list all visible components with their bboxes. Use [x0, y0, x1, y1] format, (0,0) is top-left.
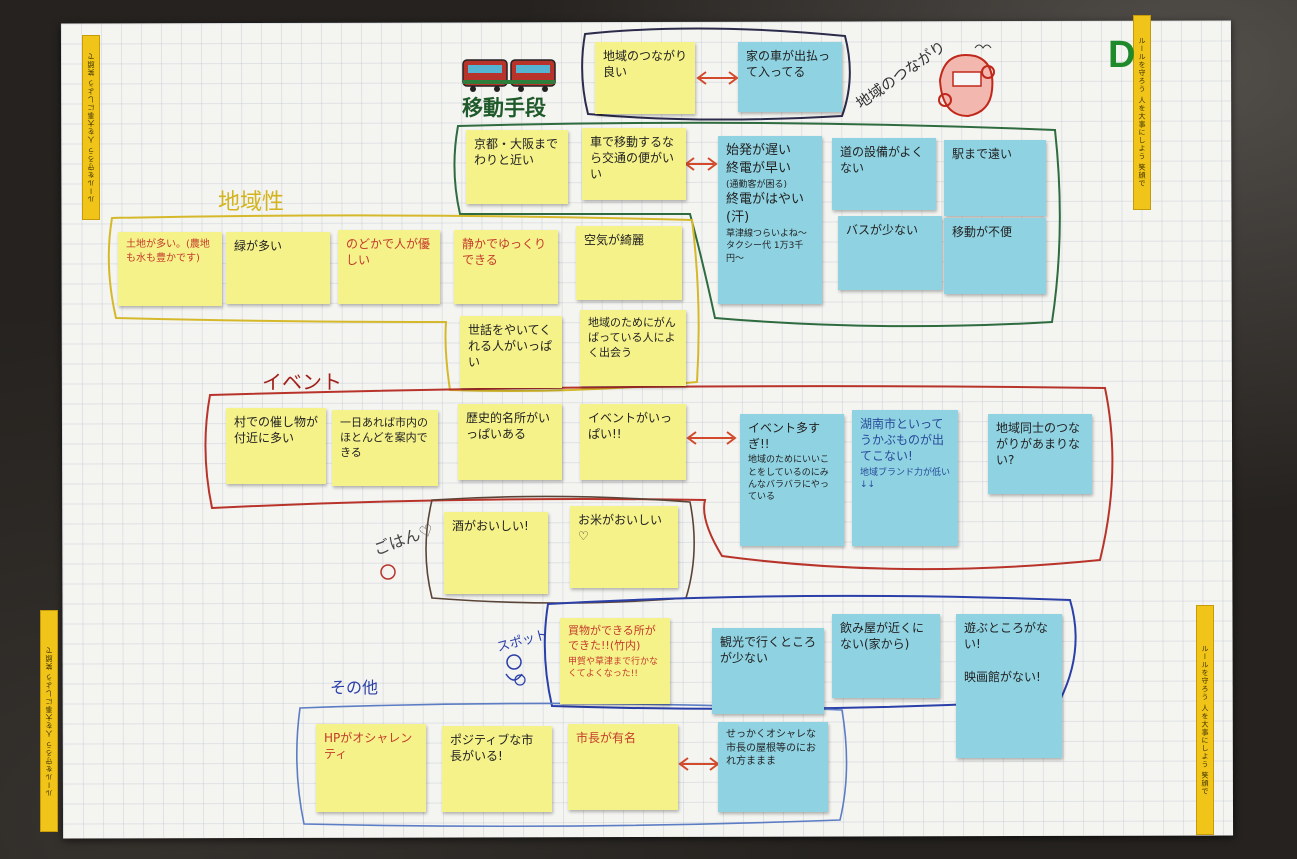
note-transport-2: 車で移動するなら交通の便がいい: [582, 128, 686, 200]
note-text: 地域のつながり良い: [603, 49, 688, 80]
note-tsunagari: 地域のつながり良い: [595, 42, 695, 114]
note-text: 緑が多い: [234, 239, 283, 253]
note-text: 空気が綺麗: [584, 233, 645, 247]
note-text: 飲み屋が近くにない(家から): [840, 621, 925, 652]
note-text: 市長が有名: [576, 731, 637, 745]
note-text: 遊ぶところがない!: [964, 621, 1049, 652]
note-text: 地域同士のつながりがあまりない?: [996, 421, 1081, 468]
note-text: 世話をやいてくれる人がいっぱい: [468, 323, 553, 370]
note-text: 終電がはやい(汗): [726, 192, 805, 225]
note-text: 買物ができる所ができた!!(竹内): [568, 624, 656, 652]
note-event-4: イベントがいっぱい!!: [580, 404, 686, 480]
note-transport-1: 京都・大阪までわりと近い: [466, 130, 568, 204]
note-text: 観光で行くところが少ない: [720, 635, 817, 666]
note-subtext: 地域のためにいいことをしているのにみんなバラバラにやっている: [748, 455, 830, 502]
note-locality-3: のどかで人が優しい: [338, 230, 440, 304]
note-event-7: 地域同士のつながりがあまりない?: [988, 414, 1092, 494]
note-text: 一日あれば市内のほとんどを案内できる: [340, 416, 428, 459]
train-icon: [462, 59, 556, 92]
note-subtext: 草津線つらいよね〜 タクシー代 1万3千円〜: [726, 229, 807, 264]
note-text: イベント多すぎ!!: [748, 421, 821, 452]
note-event-5: イベント多すぎ!! 地域のためにいいことをしているのにみんなバラバラにやっている: [740, 414, 844, 546]
label-idou: 移動手段: [462, 95, 546, 120]
note-locality-2: 緑が多い: [226, 232, 330, 304]
note-locality-6: 世話をやいてくれる人がいっぱい: [460, 316, 562, 388]
note-subtext: (通勤客が困る): [726, 180, 788, 191]
note-spot-3: 飲み屋が近くにない(家から): [832, 614, 940, 698]
tape-top-right: ルールを守ろう 人を大事にしよう 笑顔で: [1133, 15, 1151, 210]
note-text: 家の車が出払って入ってる: [746, 49, 831, 80]
car-icon: [938, 44, 995, 118]
note-fuben: 移動が不便: [944, 218, 1046, 294]
note-event-3: 歴史的名所がいっぱいある: [458, 404, 562, 480]
tape-top-left: ルールを守ろう 人を大事にしよう 笑顔で: [82, 35, 100, 220]
note-text: 静かでゆっくりできる: [462, 237, 547, 268]
note-text: 終電が早い: [726, 160, 792, 176]
group-letter: D: [1108, 34, 1136, 76]
note-text: せっかくオシャレな市長の屋根等のにおれ方ままま: [726, 729, 816, 767]
note-kuruma: 家の車が出払って入ってる: [738, 42, 842, 112]
label-chiikisei: 地域性: [218, 190, 285, 215]
note-text: 土地が多い。(農地も水も豊かです): [126, 239, 210, 264]
note-text: のどかで人が優しい: [346, 237, 431, 268]
note-text: 湖南市といってうかぶものが出てこない!: [860, 417, 945, 464]
note-other-3: 市長が有名: [568, 724, 678, 810]
note-locality-7: 地域のためにがんばっている人によく出会う: [580, 310, 686, 386]
tape-text: ルールを守ろう 人を大事にしよう 笑顔で: [45, 645, 53, 797]
bow-icon: [505, 654, 526, 686]
note-text: 村での催し物が付近に多い: [234, 415, 319, 446]
note-text: 移動が不便: [952, 225, 1013, 239]
note-event-6: 湖南市といってうかぶものが出てこない! 地域ブランド力が低い↓↓: [852, 410, 958, 546]
note-text: 酒がおいしい!: [452, 519, 529, 533]
note-spot-1: 買物ができる所ができた!!(竹内) 甲賀や草津まで行かなくてよくなった!!: [560, 618, 670, 704]
tape-bottom-left: ルールを守ろう 人を大事にしよう 笑顔で: [40, 610, 58, 832]
note-text: 京都・大阪までわりと近い: [474, 137, 559, 168]
tape-text: ルールを守ろう 人を大事にしよう 笑顔で: [1138, 37, 1146, 188]
note-text: ポジティブな市長がいる!: [450, 733, 534, 764]
note-event-1: 村での催し物が付近に多い: [226, 408, 326, 484]
note-text: 車で移動するなら交通の便がいい: [590, 135, 675, 182]
note-locality-5: 空気が綺麗: [576, 226, 682, 300]
tape-text: ルールを守ろう 人を大事にしよう 笑顔で: [1201, 644, 1209, 796]
tape-bottom-right: ルールを守ろう 人を大事にしよう 笑顔で: [1196, 605, 1214, 835]
note-bus: バスが少ない: [838, 216, 942, 290]
note-event-2: 一日あれば市内のほとんどを案内できる: [332, 410, 438, 486]
label-sonota: その他: [330, 678, 379, 697]
note-road: 道の設備がよくない: [832, 138, 936, 210]
note-text: 地域のためにがんばっている人によく出会う: [588, 316, 676, 359]
note-text: イベントがいっぱい!!: [588, 411, 673, 442]
note-subtext: 地域ブランド力が低い↓↓: [860, 467, 951, 490]
note-text: バスが少ない: [846, 223, 919, 237]
note-spot-2: 観光で行くところが少ない: [712, 628, 824, 714]
note-text: 駅まで遠い: [952, 147, 1013, 161]
note-spot-4: 遊ぶところがない! 映画館がない!: [956, 614, 1062, 758]
tape-text: ルールを守ろう 人を大事にしよう 笑顔で: [87, 52, 95, 203]
note-other-1: HPがオシャレンティ: [316, 724, 426, 812]
food-face-icon: [380, 564, 396, 580]
note-other-2: ポジティブな市長がいる!: [442, 726, 552, 812]
note-train-schedule: 始発が遅い 終電が早い (通勤客が困る) 終電がはやい(汗) 草津線つらいよね〜…: [718, 136, 822, 304]
note-text: 道の設備がよくない: [840, 145, 924, 176]
note-text: 映画館がない!: [964, 669, 1041, 684]
note-text: 歴史的名所がいっぱいある: [466, 411, 551, 442]
note-other-4: せっかくオシャレな市長の屋根等のにおれ方ままま: [718, 722, 828, 812]
note-subtext: 甲賀や草津まで行かなくてよくなった!!: [568, 656, 659, 679]
note-text: お米がおいしい♡: [578, 513, 663, 544]
note-text: 始発が遅い: [726, 143, 792, 158]
note-locality-1: 土地が多い。(農地も水も豊かです): [118, 232, 222, 306]
note-locality-4: 静かでゆっくりできる: [454, 230, 558, 304]
note-text: HPがオシャレンティ: [324, 731, 413, 762]
note-station: 駅まで遠い: [944, 140, 1046, 216]
note-food-2: お米がおいしい♡: [570, 506, 678, 588]
label-event: イベント: [262, 370, 342, 394]
note-food-1: 酒がおいしい!: [444, 512, 548, 594]
